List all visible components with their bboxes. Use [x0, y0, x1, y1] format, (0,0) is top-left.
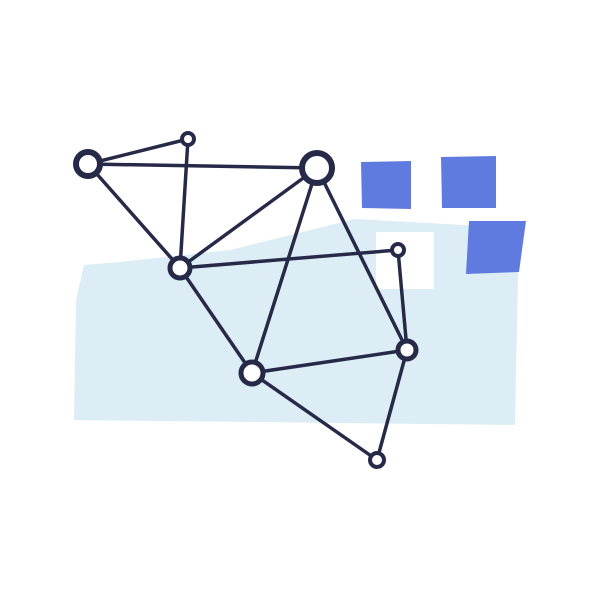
blue-square — [466, 221, 526, 274]
graph-edge — [180, 139, 188, 268]
background-panel — [74, 219, 519, 425]
graph-edge — [88, 164, 180, 268]
graph-node — [241, 362, 263, 384]
blue-square — [361, 161, 411, 209]
graph-edge — [88, 139, 188, 164]
graph-node — [76, 152, 100, 176]
graph-node — [302, 153, 332, 183]
blue-square — [441, 156, 496, 208]
graph-edge — [88, 164, 317, 168]
graph-node — [392, 244, 404, 256]
panel-cutout — [376, 232, 434, 289]
graph-node — [370, 453, 384, 467]
graph-node — [398, 341, 416, 359]
graph-node — [182, 133, 194, 145]
graph-node — [170, 258, 190, 278]
